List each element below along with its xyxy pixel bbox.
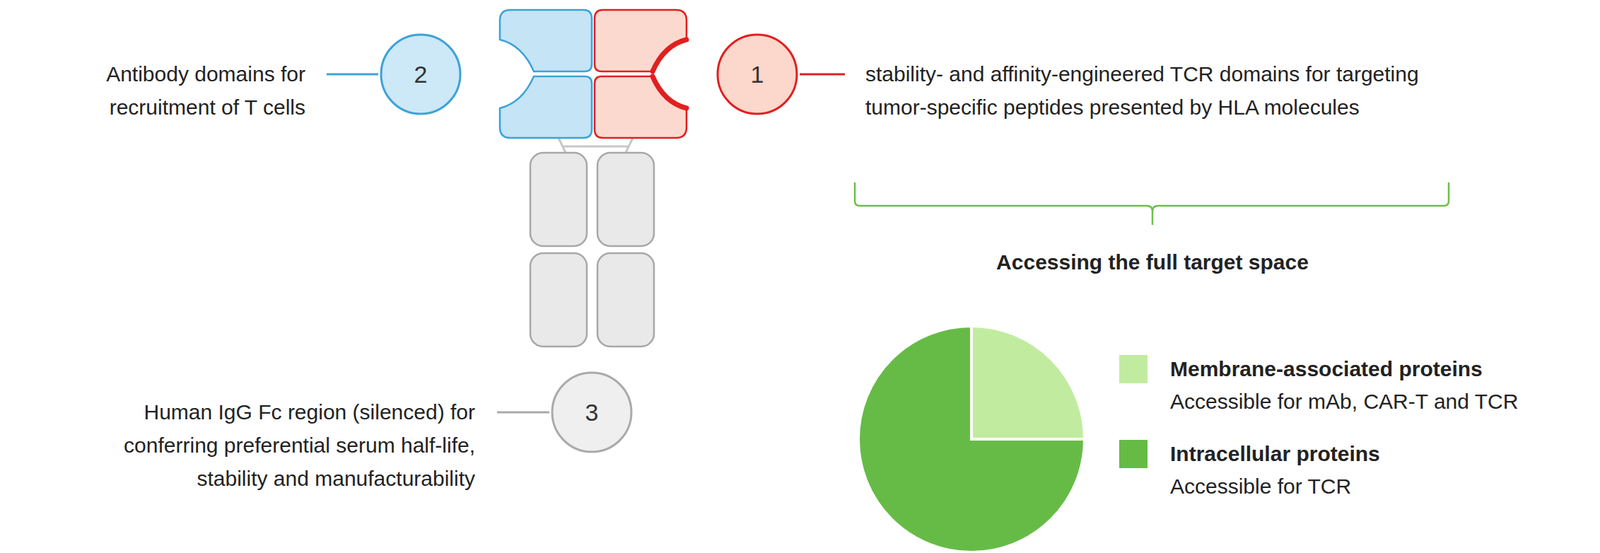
callout-number: 1 — [750, 60, 765, 89]
callout-circle: 3 — [550, 371, 633, 454]
hinge — [558, 137, 633, 153]
legend-description: Accessible for mAb, CAR-T and TCR — [1170, 384, 1595, 418]
circle-outline — [552, 372, 632, 452]
fc-domain — [530, 152, 654, 347]
callout-circle: 2 — [379, 33, 462, 116]
leader-line — [799, 73, 845, 76]
pie-slice — [971, 325, 1085, 440]
callout-text: Antibody domains for recruitment of T ce… — [63, 57, 306, 124]
leader-line — [326, 73, 379, 76]
bracket — [854, 182, 1449, 225]
callout-text: Human IgG Fc region (silenced) for confe… — [72, 395, 476, 495]
tcr-domain — [594, 9, 687, 138]
leader-line — [497, 411, 550, 414]
callout-number: 2 — [414, 60, 428, 89]
circle-outline — [381, 34, 461, 114]
binding-site — [652, 39, 687, 109]
pie-chart — [858, 325, 1085, 553]
callout-number: 3 — [585, 398, 599, 427]
legend-entry: Intracellular proteins — [1119, 437, 1381, 471]
legend-entry: Membrane-associated proteins — [1119, 352, 1483, 386]
circle-outline — [717, 34, 797, 114]
callout-circle: 1 — [716, 33, 799, 116]
legend-label: Intracellular proteins — [1170, 437, 1381, 471]
legend-label: Membrane-associated proteins — [1170, 352, 1483, 386]
pie-slice — [858, 325, 1085, 553]
section-heading: Accessing the full target space — [834, 245, 1471, 279]
legend-swatch — [1119, 354, 1148, 384]
antibody-domain — [499, 9, 592, 138]
legend-description: Accessible for TCR — [1170, 469, 1595, 503]
callout-text: stability- and affinity-engineered TCR d… — [865, 57, 1446, 124]
legend-swatch — [1119, 439, 1148, 469]
